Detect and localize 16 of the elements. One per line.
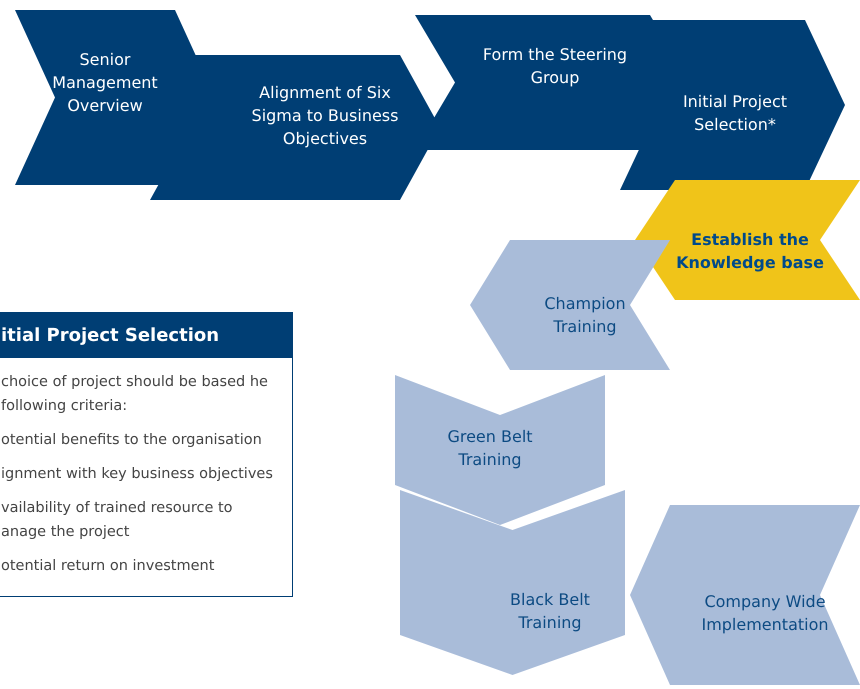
panel-heading: itial Project Selection — [0, 313, 292, 358]
step-label: Senior Management Overview — [51, 49, 159, 117]
step-label: Initial Project Selection* — [682, 91, 788, 136]
step-label: Black Belt Training — [509, 589, 591, 634]
step-label: Form the Steering Group — [482, 44, 628, 89]
criterion-text: vailability of trained resource to anage the project — [0, 499, 234, 542]
step-label: Establish the Knowledge base — [675, 229, 825, 274]
step-label: Alignment of Six Sigma to Business Objectives — [250, 82, 400, 150]
step-label: Company Wide Implementation — [700, 591, 830, 636]
intro-text: choice of project should be based he following criteria: — [0, 373, 269, 416]
info-panel — [0, 312, 293, 597]
criterion-text: ignment with key business objectives — [0, 465, 274, 484]
criterion-text: otential benefits to the organisation — [0, 431, 263, 450]
step-label: Champion Training — [543, 293, 627, 338]
step-label: Green Belt Training — [446, 426, 534, 471]
criterion-text: otential return on investment — [0, 557, 216, 576]
